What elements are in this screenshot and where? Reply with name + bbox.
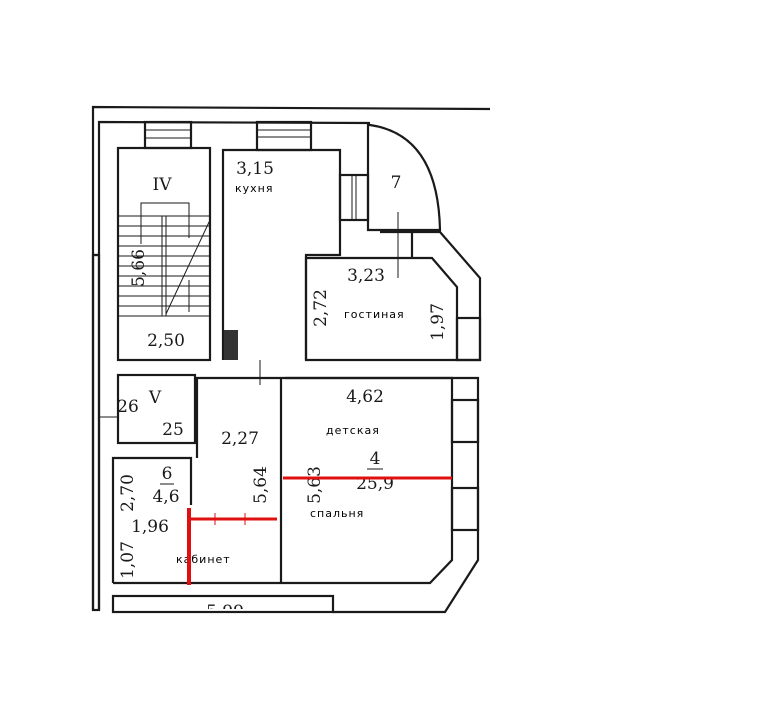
- vestibule-number: V: [148, 388, 162, 408]
- corridor-length: 5,64: [251, 466, 271, 504]
- kitchen-width: 3,15: [236, 159, 274, 179]
- bedroom-label-bottom: спальня: [310, 507, 364, 520]
- office-area: 4,6: [152, 487, 179, 507]
- living-side: 1,97: [428, 303, 448, 341]
- bottom-strip: 5,99: [111, 594, 335, 622]
- stair-length: 5,66: [129, 249, 149, 287]
- living-width: 3,23: [347, 266, 385, 286]
- living-depth: 2,72: [311, 289, 331, 327]
- bedroom-number: 4: [370, 449, 381, 469]
- balcony-number: 7: [391, 173, 402, 193]
- office-label: кабинет: [176, 553, 231, 566]
- vestibule-dim-a: 26: [117, 397, 139, 417]
- office-width: 1,96: [131, 517, 169, 537]
- office-number: 6: [162, 464, 173, 484]
- office-depth: 2,70: [118, 474, 138, 512]
- vestibule-dim-b: 25: [162, 420, 184, 440]
- vent-grid-icon: [224, 330, 238, 360]
- room-vestibule: V 26 25: [99, 373, 197, 445]
- room-office: 6 4,6 2,70 1,96 1,07 кабинет: [111, 456, 231, 583]
- bottom-length: 5,99: [206, 602, 244, 622]
- stair-steps: [117, 202, 211, 317]
- room-stair: IV 5,66 2,50: [116, 120, 212, 362]
- room-living: 3,23 2,72 1,97 гостиная: [304, 230, 482, 362]
- corridor-width: 2,27: [221, 429, 259, 449]
- bedroom-length: 5,63: [305, 466, 325, 504]
- new-partitions: [187, 476, 452, 585]
- office-side: 1,07: [118, 541, 138, 579]
- bedroom-label-top: детская: [326, 424, 380, 437]
- room-balcony: 7: [338, 123, 442, 278]
- room-bedroom: 4,62 детская 4 25,9 5,63 спальня: [113, 376, 480, 614]
- bedroom-width: 4,62: [346, 387, 384, 407]
- kitchen-label: кухня: [235, 182, 273, 195]
- stair-number: IV: [153, 175, 173, 195]
- living-label: гостиная: [344, 308, 405, 321]
- stair-width: 2,50: [147, 331, 185, 351]
